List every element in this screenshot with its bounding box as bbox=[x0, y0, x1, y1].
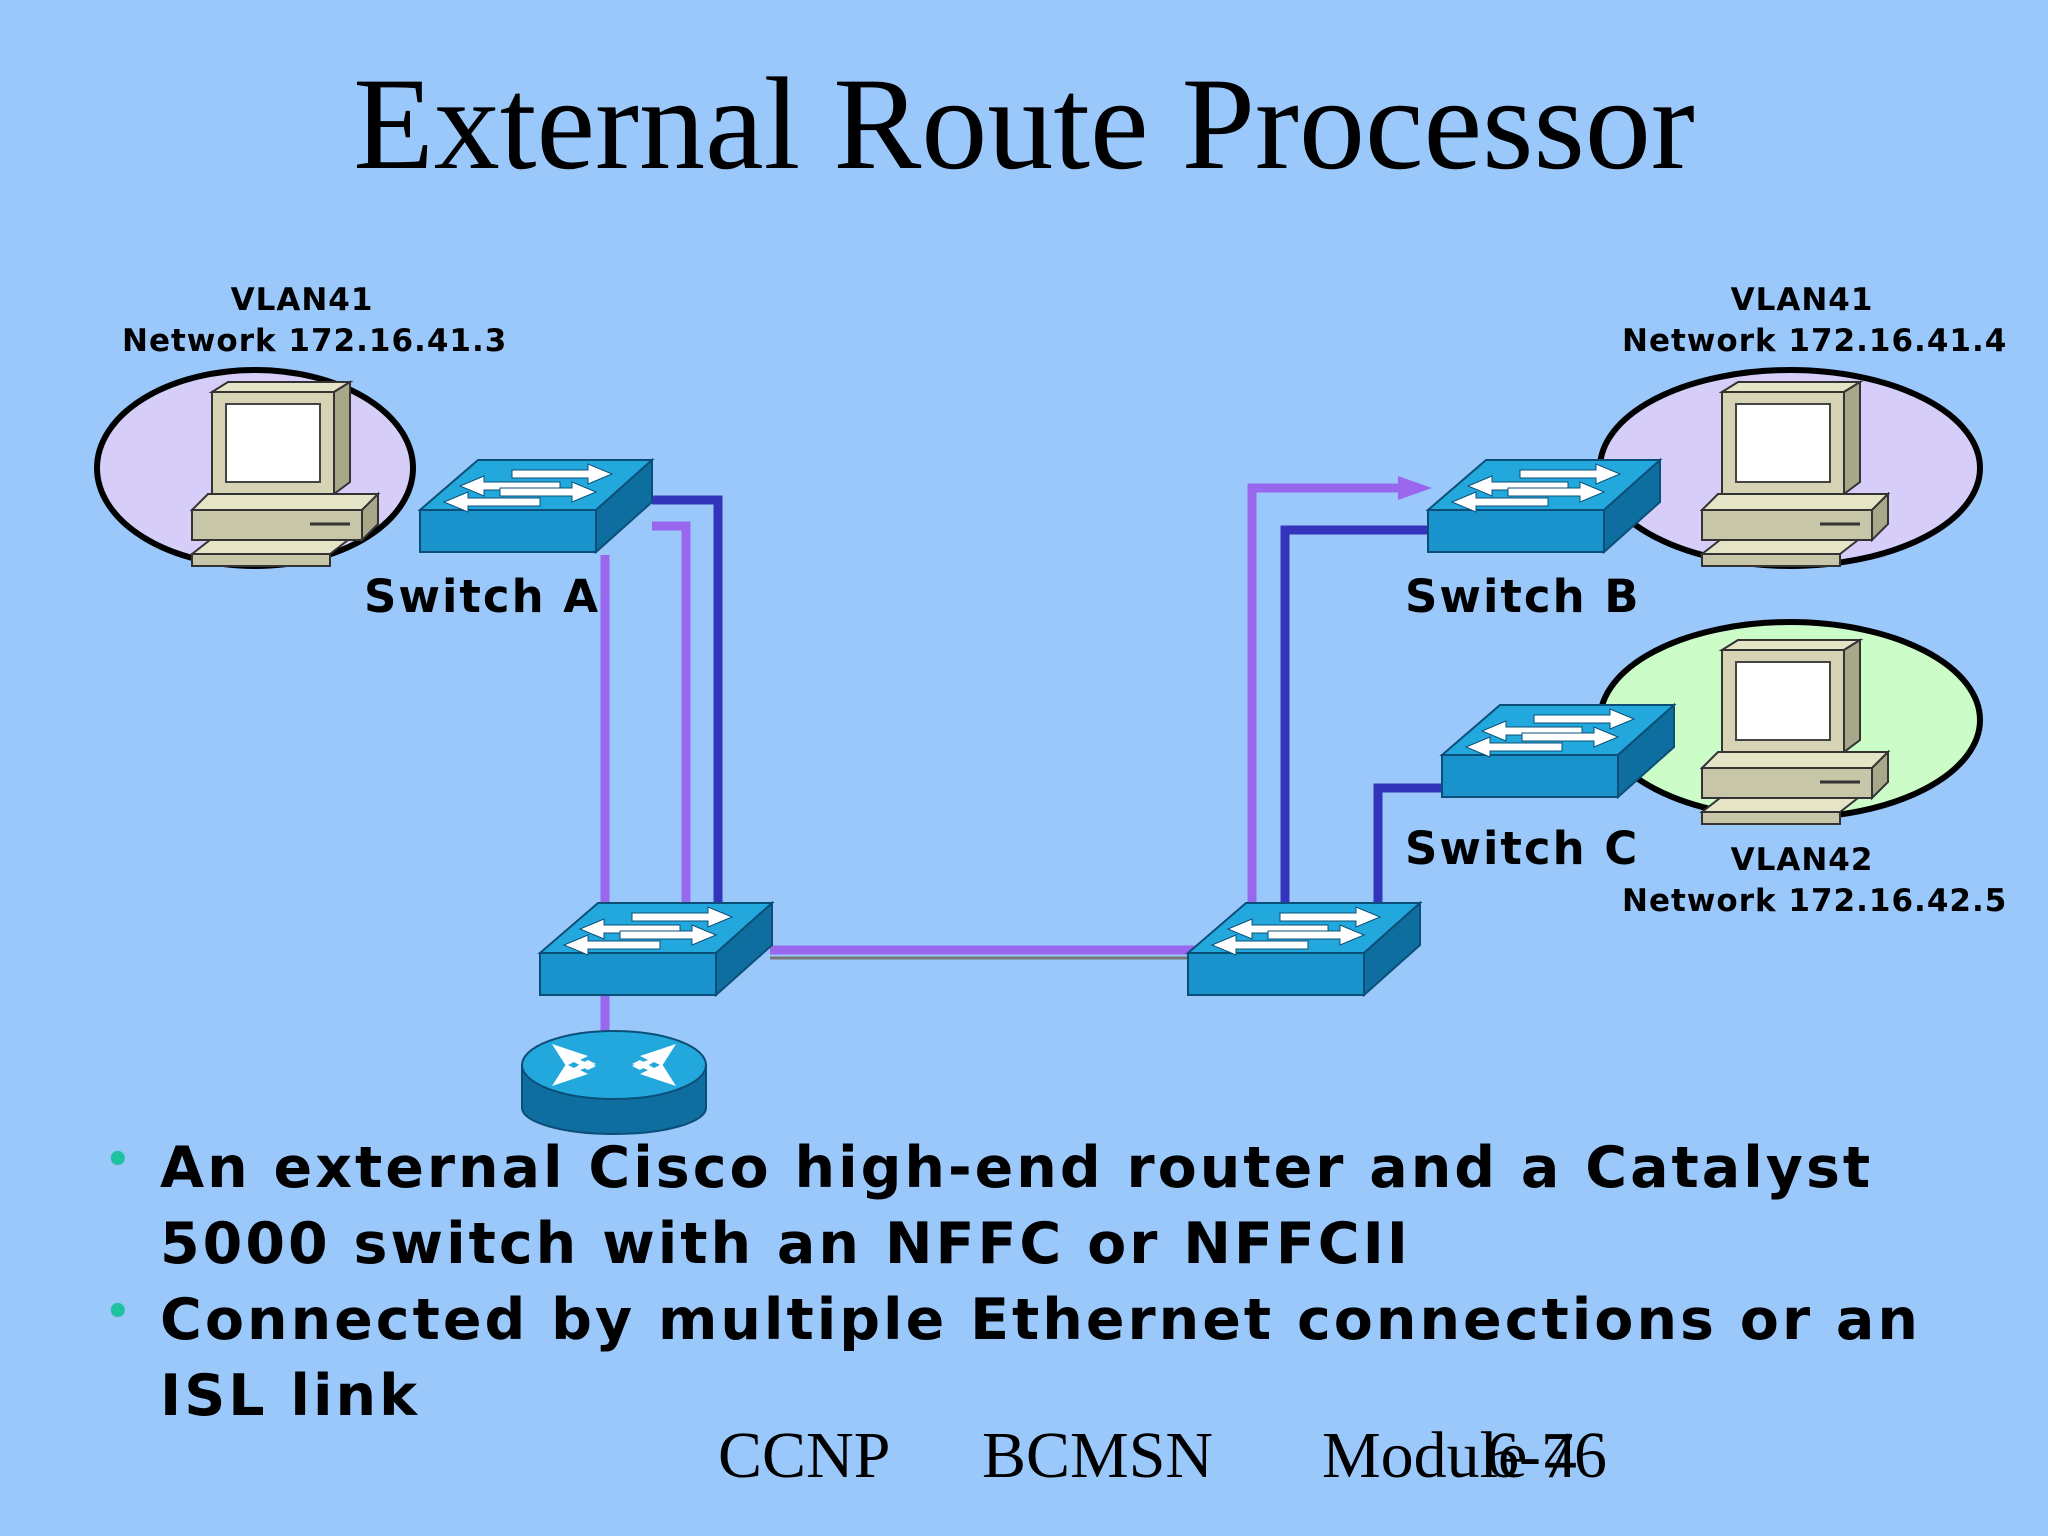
workstation-icon bbox=[1700, 380, 1890, 568]
workstation-icon bbox=[190, 380, 380, 568]
switch-b-label: Switch B bbox=[1405, 570, 1641, 623]
bullet-dot-icon: • bbox=[105, 1137, 134, 1183]
network-address: Network 172.16.41.4 bbox=[1622, 323, 2008, 359]
network-label-vlan41-b: VLAN41 Network 172.16.41.4 bbox=[1622, 280, 2008, 362]
footer-course: CCNP bbox=[718, 1419, 891, 1492]
switch-b-icon bbox=[1427, 459, 1661, 553]
vlan-name: VLAN42 bbox=[1730, 842, 1874, 878]
workstation-icon bbox=[1700, 638, 1890, 826]
vlan-name: VLAN41 bbox=[1730, 282, 1874, 318]
network-address: Network 172.16.41.3 bbox=[122, 323, 508, 359]
bullet-list: • An external Cisco high-end router and … bbox=[105, 1130, 2005, 1434]
router-icon bbox=[521, 1030, 707, 1135]
network-address: Network 172.16.42.5 bbox=[1622, 883, 2008, 919]
switch-a-label: Switch A bbox=[364, 570, 601, 623]
footer-page-number: 6-76 bbox=[1486, 1419, 1607, 1492]
links bbox=[600, 476, 1445, 1035]
switch-icon bbox=[539, 902, 773, 996]
vlan-name: VLAN41 bbox=[230, 282, 374, 318]
network-label-vlan42: VLAN42 Network 172.16.42.5 bbox=[1622, 840, 2008, 922]
bullet-item: • An external Cisco high-end router and … bbox=[105, 1130, 2005, 1282]
footer-exam: BCMSN bbox=[982, 1419, 1214, 1492]
switch-a-icon bbox=[419, 459, 653, 553]
bullet-text: Connected by multiple Ethernet connectio… bbox=[160, 1287, 1921, 1429]
network-label-vlan41-a: VLAN41 Network 172.16.41.3 bbox=[122, 280, 508, 362]
switch-c-label: Switch C bbox=[1405, 822, 1640, 875]
footer-module: Module 4 bbox=[1322, 1419, 1577, 1492]
switch-icon bbox=[1187, 902, 1421, 996]
slide-title: External Route Processor bbox=[353, 50, 1695, 197]
bullet-item: • Connected by multiple Ethernet connect… bbox=[105, 1282, 2005, 1434]
bullet-text: An external Cisco high-end router and a … bbox=[160, 1135, 1874, 1277]
bullet-dot-icon: • bbox=[105, 1289, 134, 1335]
